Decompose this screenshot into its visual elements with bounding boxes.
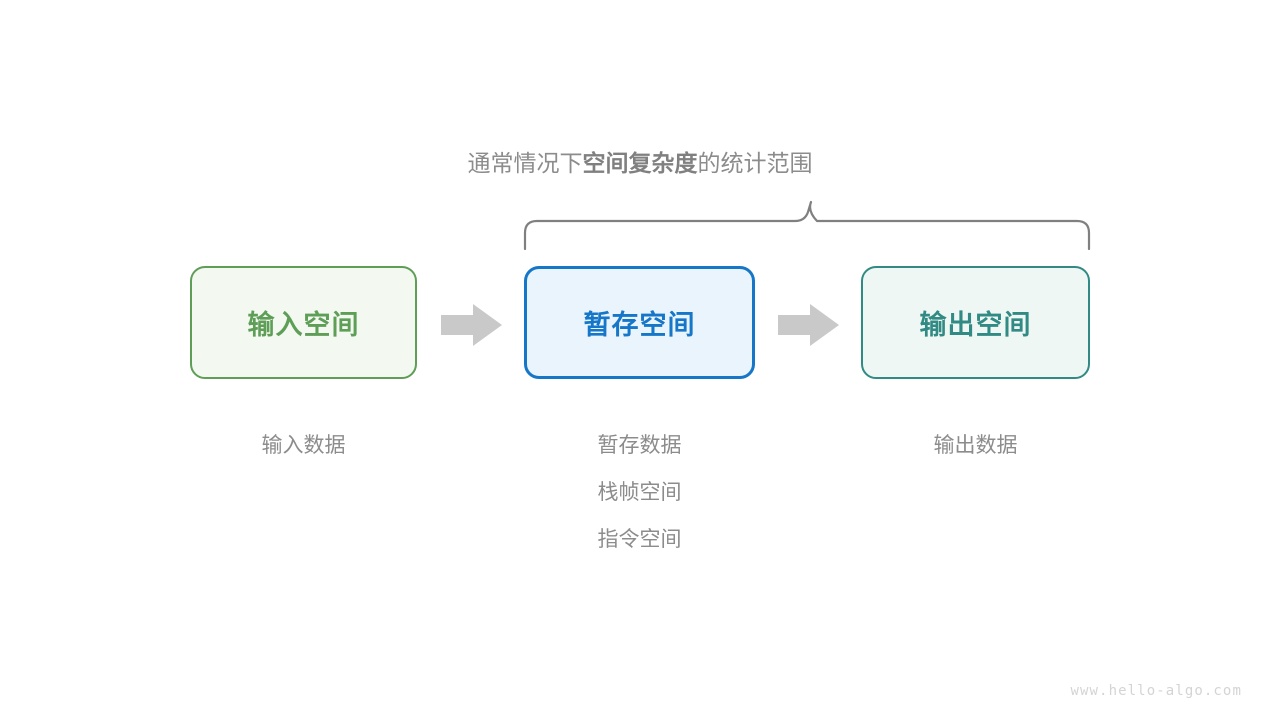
caption-line: 栈帧空间 (597, 481, 682, 504)
space-box-output-label: 输出空间 (919, 310, 1032, 340)
space-box-input[interactable]: 输入空间 (190, 266, 417, 379)
caption-line: 输入数据 (261, 434, 346, 457)
scope-title-suffix: 的统计范围 (697, 150, 813, 176)
caption-line: 指令空间 (597, 528, 682, 551)
caption-line: 输出数据 (933, 434, 1018, 457)
scope-brace-icon (523, 200, 1091, 250)
caption-column-output: 输出数据 (861, 422, 1090, 469)
caption-column-temp: 暂存数据 栈帧空间 指令空间 (524, 422, 755, 563)
space-box-input-label: 输入空间 (247, 310, 360, 340)
scope-title-prefix: 通常情况下 (467, 150, 583, 176)
caption-line: 暂存数据 (597, 434, 682, 457)
scope-title-emphasis: 空间复杂度 (582, 150, 698, 176)
space-box-output[interactable]: 输出空间 (861, 266, 1090, 379)
right-arrow-icon (441, 304, 502, 346)
scope-title: 通常情况下空间复杂度的统计范围 (0, 146, 1280, 180)
space-box-temp-label: 暂存空间 (583, 310, 696, 340)
caption-column-input: 输入数据 (190, 422, 417, 469)
right-arrow-icon (778, 304, 839, 346)
watermark: www.hello-algo.com (1070, 683, 1242, 699)
space-box-temp[interactable]: 暂存空间 (524, 266, 755, 379)
